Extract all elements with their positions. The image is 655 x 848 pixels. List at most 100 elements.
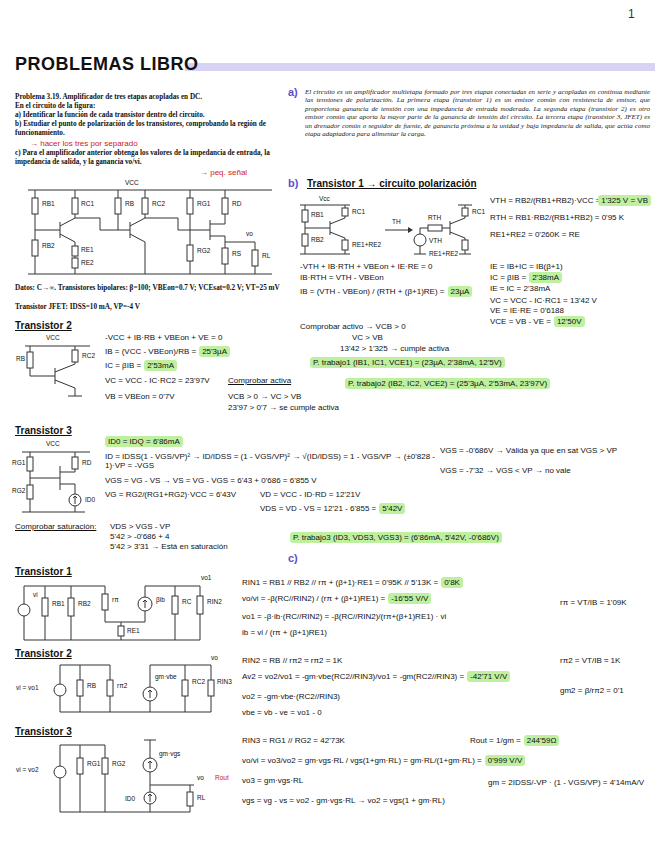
highlight-box: 23µA (448, 286, 473, 297)
circuit-label: RC2 (151, 200, 166, 207)
small-signal-t3 (54, 740, 194, 812)
circuit-stroke (462, 240, 468, 250)
circuit-stroke (414, 234, 426, 246)
bias-circuit-sketch (300, 205, 472, 254)
underlined-note: Comprobar saturación: (15, 522, 96, 531)
circuit-label: VTH (428, 237, 443, 244)
highlight-box: 12'50V (554, 316, 585, 327)
equation: vo3 = gm·vgs·RL (242, 776, 303, 785)
circuit-label: RIN3 (216, 678, 233, 685)
section-letter: b) (288, 177, 298, 189)
equation: IB·RTH = VTH - VBEon (300, 273, 384, 282)
circuit-stroke (77, 680, 83, 696)
circuit-label: RC1 (80, 200, 95, 207)
circuit-label: RB1 (51, 600, 66, 607)
circuit-label: RS (231, 250, 242, 257)
circuit-stroke (72, 246, 78, 256)
circuit-label: RD (81, 459, 92, 466)
section-heading: Transistor 2 (15, 320, 72, 332)
equation: 23'97 > 0'7 → se cumple activa (228, 403, 339, 412)
three-stage-circuit (28, 190, 272, 274)
circuit-stroke (72, 350, 78, 362)
circuit-stroke (27, 485, 33, 499)
highlight-box: 1'325 V = VB (598, 195, 651, 206)
circuit-label: RB (124, 200, 135, 207)
equation: IB = (VTH - VBEon) / (RTH + (β+1)RE) = (300, 287, 445, 296)
equation: vo/vi = vo3/vo2 = gm·vgs·RL / vgs(1+gm·R… (242, 756, 482, 765)
section-heading: Transistor 1 (15, 566, 72, 578)
equation: VCE = VB - VE = (490, 317, 551, 326)
highlight-box: 244'59Ω (524, 735, 560, 746)
circuit-stroke (197, 596, 203, 614)
circuit-label: TH (391, 218, 402, 225)
circuit-stroke (408, 227, 413, 233)
equation: VG = RG2/(RG1+RG2)·VCC = 6'43V (105, 490, 236, 499)
circuit-label: RB1 (41, 200, 56, 207)
circuit-stroke (187, 792, 193, 806)
equation: ib = vi / (rπ + (β+1)RE1) (242, 628, 327, 637)
circuit-label: RE1 (80, 246, 95, 253)
equation: IE ≈ IC = 2'38mA (490, 284, 550, 293)
circuit-label: RB2 (310, 236, 325, 243)
equation: 5'42 > 3'31 → Está en saturación (110, 542, 228, 551)
highlight-box: P. trabajo2 (IB2, IC2, VCE2) = (25'3µA, … (345, 378, 550, 389)
circuit-label: vi = vo2 (15, 766, 40, 773)
circuit-stroke (35, 190, 75, 274)
equation: RTH = RB1·RB2/(RB1+RB2) = 0'95 K (490, 213, 624, 222)
circuit-stroke (102, 758, 108, 774)
highlight-box: 0'999 V/V (485, 755, 525, 766)
circuit-stroke (144, 792, 156, 804)
highlighted-result: ID0 = IDQ = 6'86mA (108, 437, 180, 446)
circuit-label: RG2 (11, 487, 26, 494)
highlighted-result: 244'59Ω (527, 736, 557, 745)
circuit-label: RL (261, 252, 271, 259)
circuit-stroke (302, 234, 308, 246)
circuit-stroke (102, 594, 108, 610)
problem-text: c) Para el amplificador anterior obtenga… (15, 149, 283, 166)
circuit-stroke (414, 205, 472, 254)
highlighted-result: 2'38mA (532, 273, 559, 282)
equation: vo/vi = -β(RC//RIN2) / (rπ + (β+1)RE1) = (242, 594, 385, 603)
circuit-stroke (69, 494, 81, 506)
equation: IE = IB+IC = IB(β+1) (490, 262, 563, 271)
equation: vbe = vb - ve = vo1 - 0 (242, 708, 322, 717)
equation: RIN3 = RG1 // RG2 = 42'73K (242, 736, 345, 745)
equation: VE = IE·RE = 0'6188 (490, 306, 564, 315)
red-annotation: → peq. señal (200, 168, 247, 177)
circuit-label: gm·vbe (154, 673, 178, 680)
circuit-stroke (118, 626, 124, 636)
circuit-stroke (182, 680, 188, 696)
circuit-stroke (138, 597, 152, 611)
small-signal-t1 (18, 586, 203, 640)
highlight-box: -16'55 V/V (388, 593, 431, 604)
circuit-label: rπ (111, 596, 120, 603)
page-title: PROBLEMAS LIBRO (15, 55, 199, 75)
equation: VDS = VD - VS = 12'21 - 6'855 = (260, 504, 376, 513)
circuit-stroke (32, 198, 38, 214)
circuit-stroke (54, 684, 66, 696)
highlighted-result: 25'3µA (202, 347, 227, 356)
highlight-box: 0'8K (441, 577, 463, 588)
circuit-label: vo (245, 230, 254, 237)
section-heading: Transistor 1 → circuito polarización (307, 178, 477, 190)
circuit-stroke (60, 740, 194, 812)
equation: -VTH + IB·RTH + VBEon + IE·RE = 0 (300, 262, 432, 271)
equation: VD = VCC - ID·RD = 12'21V (260, 490, 360, 499)
circuit-label: RB1 (310, 211, 325, 218)
equation: gm2 = β/rπ2 = 0'1 (560, 686, 624, 695)
circuit-stroke (385, 230, 408, 231)
circuit-label: gm·vgs (158, 750, 181, 757)
problem-text: Transistor JFET: IDSS=10 mA, VP=-4 V (15, 303, 140, 312)
highlight-box: P. trabajo3 (ID3, VDS3, VGS3) = (6'86mA,… (290, 532, 502, 543)
circuit-stroke (148, 690, 152, 698)
circuit-stroke (72, 198, 78, 214)
circuit-label: RE2 (80, 259, 95, 266)
highlight-box: P. trabajo1 (IB1, IC1, VCE1) = (23µA, 2'… (310, 357, 505, 368)
circuit-stroke (28, 190, 272, 274)
equation: vgs = vg - vs = vo2 - gm·vgs·RL → vo2 = … (242, 796, 445, 805)
circuit-stroke (18, 604, 30, 616)
circuit-stroke (300, 205, 350, 254)
highlighted-result: -16'55 V/V (391, 594, 428, 603)
circuit-label: vo (210, 654, 219, 661)
